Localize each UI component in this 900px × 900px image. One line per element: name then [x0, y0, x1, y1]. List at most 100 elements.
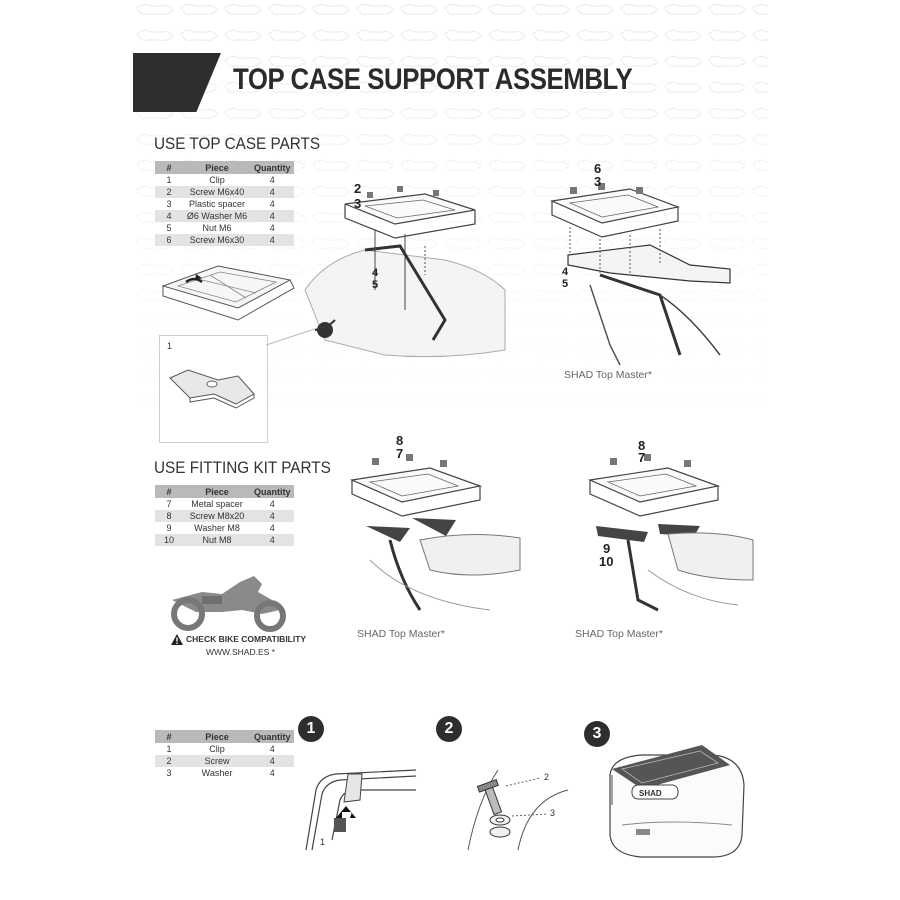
caption-top-master-2: SHAD Top Master* [357, 628, 445, 640]
column-header-number: # [155, 485, 183, 498]
detail-label: 1 [167, 341, 173, 351]
cell-quantity: 4 [251, 234, 294, 246]
callout-d-10: 10 [599, 554, 614, 569]
column-header-quantity: Quantity [251, 730, 294, 743]
column-header-number: # [155, 161, 183, 174]
section-heading-top-case: USE TOP CASE PARTS [154, 134, 321, 153]
assembly-illustration-c [350, 454, 525, 620]
cell-piece: Ø6 Washer M6 [183, 210, 251, 222]
step-2-washer-label: 3 [550, 808, 556, 818]
table-row: 9 Washer M8 4 [155, 522, 294, 534]
cell-piece: Washer M8 [194, 523, 240, 533]
cell-number: 2 [155, 186, 183, 198]
cell-number: 4 [155, 210, 183, 222]
table-row: 1 Clip 4 [155, 743, 294, 755]
cell-number: 8 [155, 510, 183, 522]
callout-b-6: 6 [594, 161, 602, 176]
clip-detail-box: 1 [159, 335, 268, 443]
step-2-screw-label: 2 [544, 772, 550, 782]
callout-d-8: 8 [638, 438, 646, 453]
cell-number: 1 [166, 175, 172, 185]
cell-piece: Metal spacer [191, 499, 243, 509]
cell-piece: Screw M8x20 [183, 510, 251, 522]
cell-piece: Plastic spacer [188, 199, 246, 209]
cell-quantity: 4 [269, 523, 275, 533]
assembly-illustration-b [540, 183, 740, 370]
warning-icon [171, 634, 183, 645]
callout-b-5: 5 [562, 278, 569, 290]
cell-number: 6 [155, 234, 183, 246]
cell-number: 2 [155, 755, 183, 767]
step-1-clip-illustration [296, 760, 421, 850]
clip-part-icon [166, 362, 261, 414]
callout-c-8: 8 [396, 433, 404, 448]
cell-quantity: 4 [269, 744, 275, 754]
step-2-badge: 2 [436, 716, 462, 742]
assembly-illustration-a [305, 186, 515, 370]
step-1-badge: 1 [298, 716, 324, 742]
column-header-piece: Piece [183, 730, 251, 743]
page-title: TOP CASE SUPPORT ASSEMBLY [233, 63, 633, 96]
section-heading-fitting-kit: USE FITTING KIT PARTS [154, 458, 331, 477]
column-header-piece: Piece [183, 485, 251, 498]
plate-clip-illustration [158, 258, 298, 328]
assembly-illustration-d [588, 454, 760, 620]
callout-a-2: 2 [354, 181, 362, 196]
callout-a-5: 5 [372, 279, 379, 291]
cell-quantity: 4 [251, 510, 294, 522]
column-header-quantity: Quantity [251, 161, 294, 174]
column-header-quantity: Quantity [251, 485, 294, 498]
motorcycle-silhouette-icon [162, 576, 292, 632]
compatibility-warning: CHECK BIKE COMPATIBILITY [186, 634, 307, 644]
step-3-badge: 3 [584, 721, 610, 747]
callout-c-7: 7 [396, 446, 404, 461]
cell-piece: Screw M6x40 [183, 186, 251, 198]
cell-number: 3 [166, 768, 172, 778]
column-header-number: # [155, 730, 183, 743]
compatibility-url[interactable]: WWW.SHAD.ES * [206, 647, 275, 657]
cell-number: 10 [155, 534, 183, 546]
cell-piece: Clip [209, 175, 225, 185]
cell-quantity: 4 [251, 186, 294, 198]
table-row: 3 Washer 4 [155, 767, 294, 779]
step-3-top-case-illustration [602, 745, 752, 860]
cell-quantity: 4 [251, 755, 294, 767]
cell-piece: Screw M6x30 [183, 234, 251, 246]
cell-piece: Washer [201, 768, 233, 778]
column-header-piece: Piece [183, 161, 251, 174]
callout-b-4: 4 [562, 266, 569, 278]
cell-piece: Clip [209, 744, 225, 754]
cell-quantity: 4 [269, 175, 275, 185]
step-1-label: 1 [320, 837, 326, 847]
callout-a-4: 4 [372, 267, 379, 279]
step-2-screw-washer-illustration [458, 760, 568, 850]
cell-number: 3 [166, 199, 172, 209]
cell-number: 9 [166, 523, 172, 533]
cell-number: 7 [166, 499, 172, 509]
callout-a-3: 3 [354, 196, 362, 211]
cell-quantity: 4 [251, 534, 294, 546]
callout-d-9: 9 [603, 541, 611, 556]
cell-piece: Nut M8 [183, 534, 251, 546]
caption-top-master-3: SHAD Top Master* [575, 628, 663, 640]
cell-piece: Nut M6 [202, 223, 232, 233]
cell-quantity: 4 [269, 768, 275, 778]
cell-piece: Screw [183, 755, 251, 767]
callout-d-7: 7 [638, 450, 646, 465]
caption-top-master-1: SHAD Top Master* [564, 369, 652, 381]
cell-quantity: 4 [269, 223, 275, 233]
table-row: 1 Clip 4 [155, 174, 294, 186]
cell-number: 1 [166, 744, 172, 754]
cell-quantity: 4 [251, 210, 294, 222]
callout-b-3: 3 [594, 174, 602, 189]
